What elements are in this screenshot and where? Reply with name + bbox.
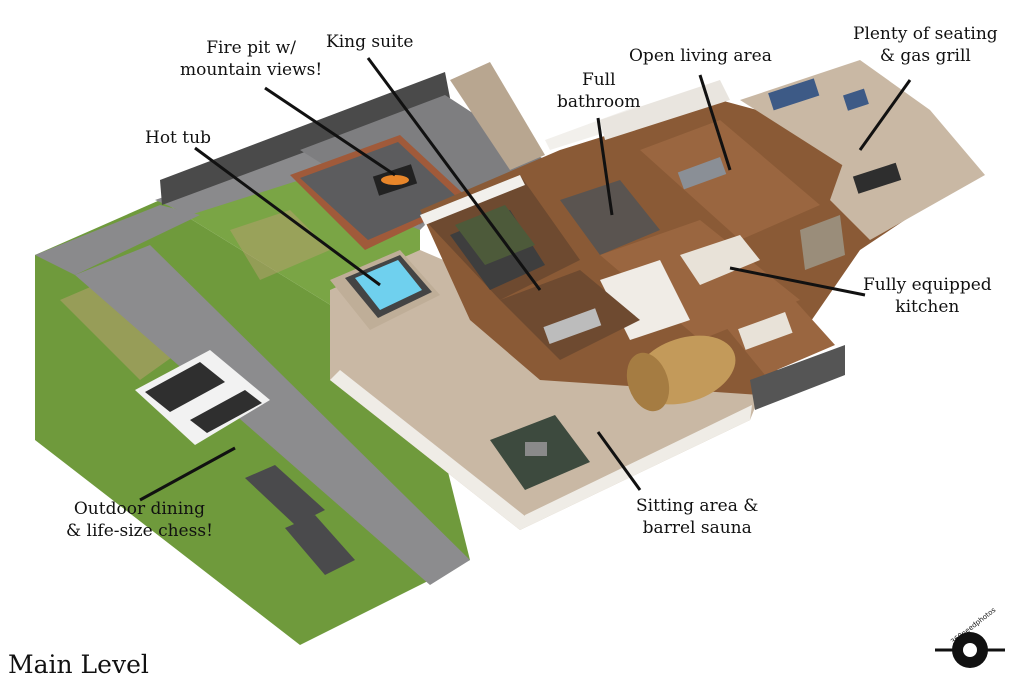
label-dining-chess-line2: & life-size chess! [66, 521, 213, 541]
label-seating-grill-line2: & gas grill [879, 46, 971, 66]
label-sauna-line2: barrel sauna [642, 518, 752, 538]
label-fire-pit-line1: Fire pit w/ [206, 38, 296, 58]
fire-flame [381, 175, 409, 185]
picnic-table-1 [245, 465, 325, 525]
label-full-bath: Full bathroom [557, 69, 641, 113]
label-fire-pit: Fire pit w/ mountain views! [180, 37, 322, 81]
chess-board [135, 350, 270, 445]
sitting-table [525, 442, 547, 456]
label-dining-chess-line1: Outdoor dining [73, 499, 206, 519]
deck-rail [330, 370, 530, 530]
hot-tub-water [355, 260, 422, 310]
label-hot-tub-line1: Hot tub [145, 128, 211, 148]
bathroom [560, 180, 660, 255]
label-kitchen: Fully equipped kitchen [863, 274, 992, 318]
label-sauna: Sitting area & barrel sauna [636, 495, 758, 539]
gravel-path [35, 205, 200, 275]
lounge-chair [843, 88, 869, 111]
label-dining-chess: Outdoor dining & life-size chess! [66, 498, 213, 542]
king-bed [455, 205, 535, 265]
label-king-suite-line1: King suite [326, 32, 414, 52]
label-hot-tub: Hot tub [145, 127, 211, 149]
label-sauna-line1: Sitting area & [636, 496, 759, 516]
watermark-logo [935, 632, 1005, 668]
deck-rail-2 [520, 405, 752, 530]
living-sofa [677, 157, 727, 190]
label-full-bath-line1: Full [581, 70, 616, 90]
barrel-sauna-end [626, 352, 670, 412]
family-sofa [543, 308, 602, 345]
dining-table [738, 312, 793, 350]
label-open-living-line1: Open living area [629, 46, 772, 66]
stone-wall [160, 72, 450, 205]
leader-fire-pit [264, 86, 396, 177]
label-open-living: Open living area [629, 45, 772, 67]
label-seating-grill: Plenty of seating & gas grill [853, 23, 998, 67]
back-stairs [450, 62, 545, 170]
label-kitchen-line1: Fully equipped [863, 275, 992, 295]
leader-seating-grill [858, 79, 912, 151]
leader-dining-chess [139, 446, 236, 502]
leader-king-suite [366, 57, 542, 291]
label-king-suite: King suite [326, 31, 413, 53]
living-area [640, 120, 820, 240]
gravel-path-2 [75, 245, 470, 585]
leader-hot-tub [194, 146, 381, 287]
leader-kitchen [729, 266, 866, 297]
lounge-sofa [768, 78, 820, 111]
right-deck [830, 110, 985, 240]
family-room [500, 270, 640, 360]
leader-sauna [596, 431, 642, 491]
stone-fireplace [800, 215, 845, 270]
leader-full-bath [596, 117, 614, 216]
kitchen-island [680, 235, 760, 285]
label-fire-pit-line2: mountain views! [180, 60, 323, 80]
leader-open-living [698, 74, 732, 171]
wall-living [600, 80, 730, 140]
label-full-bath-line2: bathroom [557, 92, 641, 112]
foundation-stone [750, 345, 845, 410]
outdoor-dining-table [852, 162, 902, 194]
picnic-table-2 [285, 515, 355, 575]
level-title: Main Level [8, 650, 149, 679]
dirt-patch-2 [230, 210, 330, 280]
label-kitchen-line2: kitchen [895, 297, 960, 317]
label-seating-grill-line1: Plenty of seating [853, 24, 998, 44]
